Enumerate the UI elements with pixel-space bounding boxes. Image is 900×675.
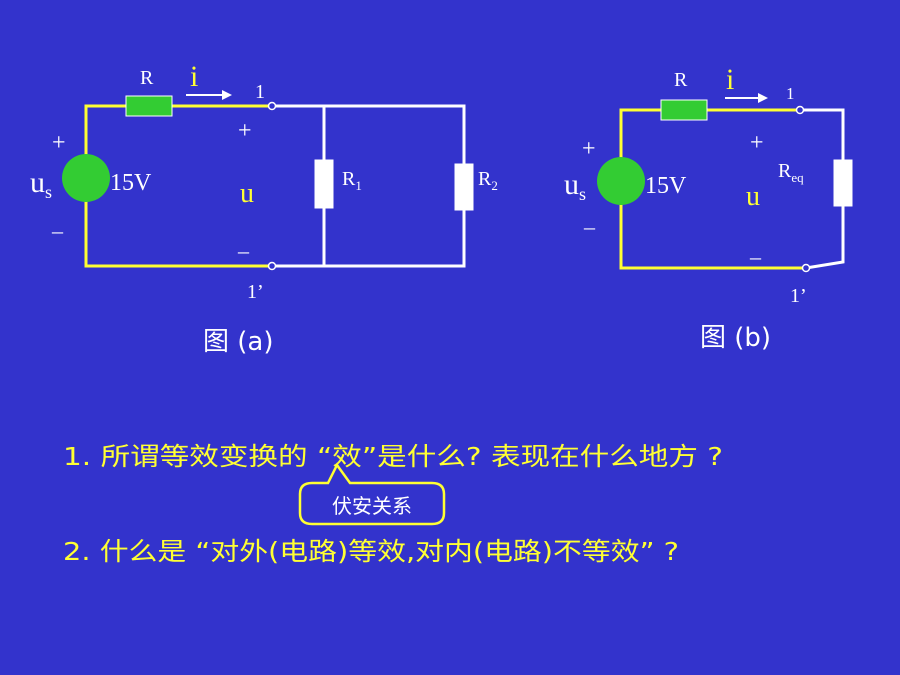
circuit-b-source-label: us [564, 168, 586, 204]
circuit-b-current-arrow [725, 93, 768, 103]
circuit-a-wire-bottom-right [272, 210, 466, 268]
circuit-b: R i 1 1’ + – us 15V + u – Req 图 (b) [564, 63, 853, 353]
circuit-a-voltage-minus: – [237, 238, 250, 263]
question-1: 1. 所谓等效变换的 “效”是什么? 表现在什么地方 ? [63, 442, 723, 471]
circuit-b-resistor-r-label: R [674, 69, 688, 91]
circuit-a-wire-top-right [272, 104, 466, 164]
circuit-a-terminal-1 [267, 101, 277, 111]
circuit-a-voltage-plus: + [238, 118, 252, 144]
circuit-b-source-plus: + [582, 136, 596, 162]
circuit-b-current-label: i [726, 63, 734, 96]
circuit-b-terminal-1-label: 1 [786, 84, 795, 103]
circuit-b-source-value: 15V [645, 173, 687, 199]
circuit-b-voltage-label: u [746, 181, 760, 212]
circuit-b-resistor-req [833, 159, 853, 207]
circuit-b-voltage-plus: + [750, 130, 764, 156]
circuit-b-wire-right [800, 108, 845, 160]
circuit-b-voltage-source [597, 157, 645, 205]
circuit-b-terminal-1 [795, 105, 805, 115]
circuit-b-caption: 图 (b) [700, 323, 771, 353]
circuit-a-r2-label: R2 [478, 168, 498, 193]
circuit-a-source-minus: – [51, 218, 64, 243]
circuit-a-terminal-1prime-label: 1’ [247, 281, 264, 303]
circuit-a-terminal-1prime [267, 261, 277, 271]
question-2: 2. 什么是 “对外(电路)等效,对内(电路)不等效” ? [63, 537, 679, 566]
circuit-b-resistor-r [660, 99, 708, 121]
circuit-b-voltage-minus: – [749, 244, 762, 269]
circuit-a-caption: 图 (a) [203, 327, 274, 357]
circuit-b-terminal-1prime-label: 1’ [790, 285, 807, 307]
circuit-a: R i 1 1’ + – us 15V + u – R1 R2 图 (a) [30, 60, 498, 357]
circuit-a-resistor-r-label: R [140, 67, 154, 89]
circuit-b-source-minus: – [583, 214, 596, 239]
circuit-a-resistor-r1 [314, 159, 334, 209]
circuit-b-wire-right-bottom [805, 206, 845, 270]
circuit-a-source-plus: + [52, 130, 66, 156]
circuit-a-voltage-label: u [240, 178, 254, 209]
circuit-b-req-label: Req [778, 160, 804, 185]
circuit-a-current-label: i [190, 60, 198, 93]
circuit-a-resistor-r [125, 95, 173, 117]
circuit-a-resistor-r2 [454, 163, 474, 211]
circuit-a-r1-label: R1 [342, 168, 362, 193]
circuit-a-terminal-1-label: 1 [255, 81, 265, 103]
callout-text: 伏安关系 [332, 494, 412, 518]
circuit-b-terminal-1prime [801, 263, 811, 273]
circuit-a-source-label: us [30, 166, 52, 202]
callout-bubble: 伏安关系 [298, 462, 446, 526]
circuit-a-voltage-source [62, 154, 110, 202]
circuit-a-source-value: 15V [110, 170, 152, 196]
circuit-a-current-arrow [186, 90, 232, 100]
